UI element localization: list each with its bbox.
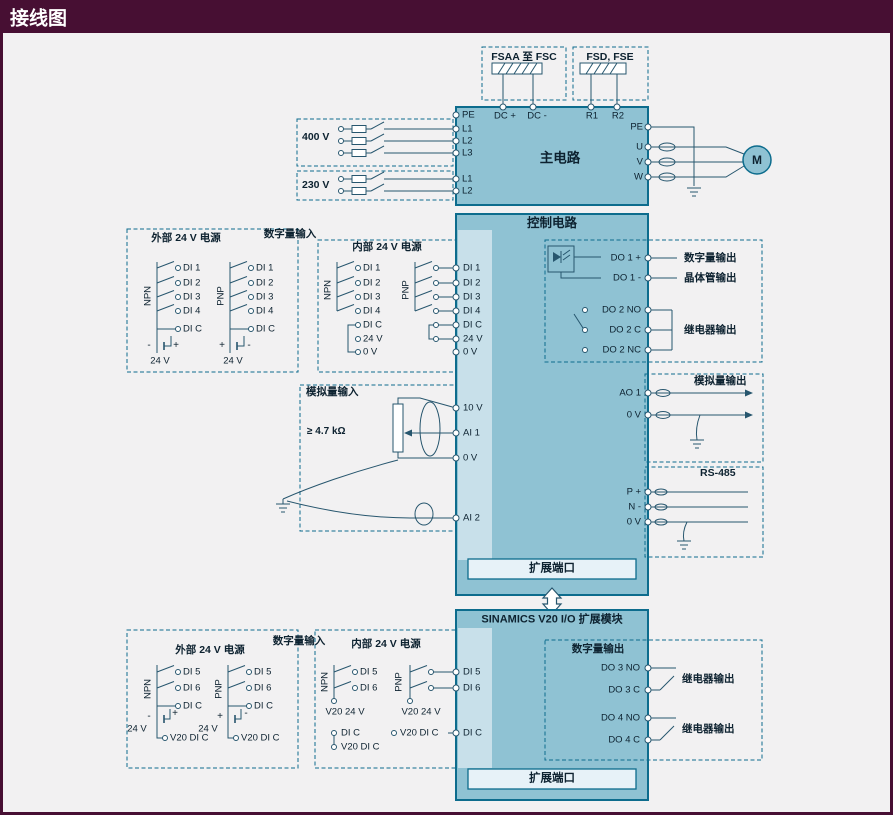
rs485 <box>644 466 764 558</box>
cable-shield-icon <box>654 503 668 511</box>
cable-shield-icon <box>658 172 676 182</box>
internal-24v-top <box>317 239 457 373</box>
cable-shield-icon <box>658 142 676 152</box>
page-frame-right <box>890 33 893 815</box>
page-frame-bottom <box>0 812 893 815</box>
motor-and-cable <box>648 126 772 197</box>
expansion-port-1 <box>467 558 637 580</box>
page-frame-left <box>0 33 3 815</box>
mains-input <box>296 118 456 201</box>
relay-contact-icon <box>659 725 675 741</box>
terminal-points <box>162 103 652 750</box>
cable-shield-icon <box>419 401 441 457</box>
cable-shield-icon <box>655 389 671 397</box>
motor-icon <box>742 145 772 175</box>
title-bar: 接线图 <box>0 0 893 33</box>
relay-contact-icon <box>573 313 584 329</box>
expansion-port-2 <box>467 768 637 790</box>
digital-outputs-top <box>544 239 763 363</box>
relay-contact-icon <box>659 675 675 691</box>
main-circuit-block <box>455 106 649 206</box>
module-block <box>455 609 649 801</box>
cable-shield-icon <box>654 518 668 526</box>
ground-icon <box>677 540 691 550</box>
cable-shield-icon <box>655 411 671 419</box>
analog-output <box>644 373 764 463</box>
external-24v-top <box>126 228 299 373</box>
internal-24v-bottom <box>314 629 457 769</box>
page-title: 接线图 <box>10 8 68 29</box>
ground-icon <box>276 499 290 513</box>
control-circuit-block <box>455 213 649 596</box>
analog-input <box>276 384 457 532</box>
ground-icon <box>690 439 704 449</box>
external-24v-bottom <box>126 629 299 769</box>
cable-shield-icon <box>654 488 668 496</box>
ground-icon <box>687 187 701 197</box>
braking-resistor-boxes <box>481 46 649 107</box>
potentiometer-icon <box>392 403 404 453</box>
cable-shield-icon <box>658 157 676 167</box>
cable-shield-icon <box>414 502 434 526</box>
